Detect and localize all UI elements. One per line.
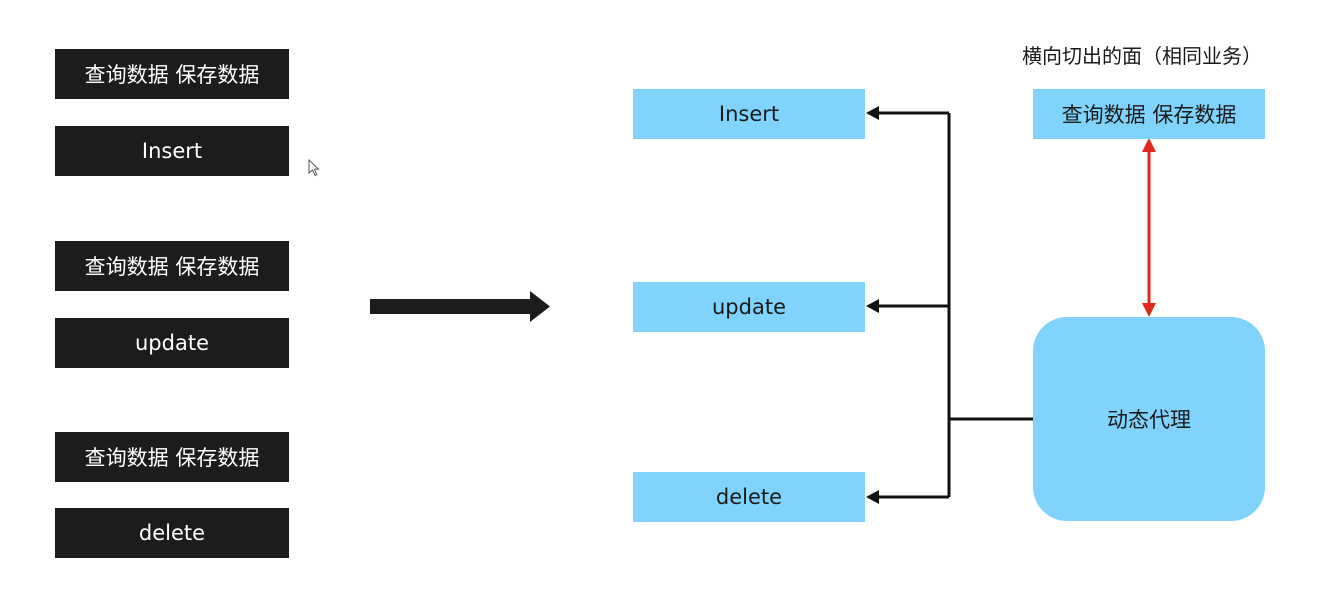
dynamic-proxy-box: 动态代理 (1033, 317, 1265, 521)
left-query-save-label-1: 查询数据 保存数据 (84, 63, 260, 87)
arrow-to-insert (866, 106, 949, 120)
left-query-save-label-3: 查询数据 保存数据 (84, 446, 260, 470)
arrow-to-delete (866, 490, 949, 504)
aspect-query-save-label: 查询数据 保存数据 (1061, 103, 1237, 127)
left-update-label: update (135, 331, 209, 355)
dynamic-proxy-label: 动态代理 (1107, 408, 1191, 432)
method-delete-box: delete (633, 472, 865, 522)
left-query-save-box-2: 查询数据 保存数据 (55, 241, 289, 291)
left-query-save-box-3: 查询数据 保存数据 (55, 432, 289, 482)
aspect-caption: 横向切出的面（相同业务） (1022, 44, 1262, 68)
left-delete-label: delete (138, 521, 206, 545)
method-insert-box: Insert (633, 89, 865, 139)
left-delete-box: delete (55, 508, 289, 558)
transform-arrow (370, 291, 550, 322)
method-update-box: update (633, 282, 865, 332)
mouse-cursor-icon (308, 158, 320, 177)
method-delete-label: delete (715, 485, 783, 509)
red-double-arrow (1142, 138, 1156, 317)
left-update-box: update (55, 318, 289, 368)
aspect-query-save-box: 查询数据 保存数据 (1033, 89, 1265, 139)
arrow-to-update (866, 299, 949, 313)
left-query-save-box-1: 查询数据 保存数据 (55, 49, 289, 99)
method-insert-label: Insert (718, 102, 780, 126)
left-insert-label: Insert (141, 139, 203, 163)
method-update-label: update (712, 295, 786, 319)
left-insert-box: Insert (55, 126, 289, 176)
left-query-save-label-2: 查询数据 保存数据 (84, 255, 260, 279)
